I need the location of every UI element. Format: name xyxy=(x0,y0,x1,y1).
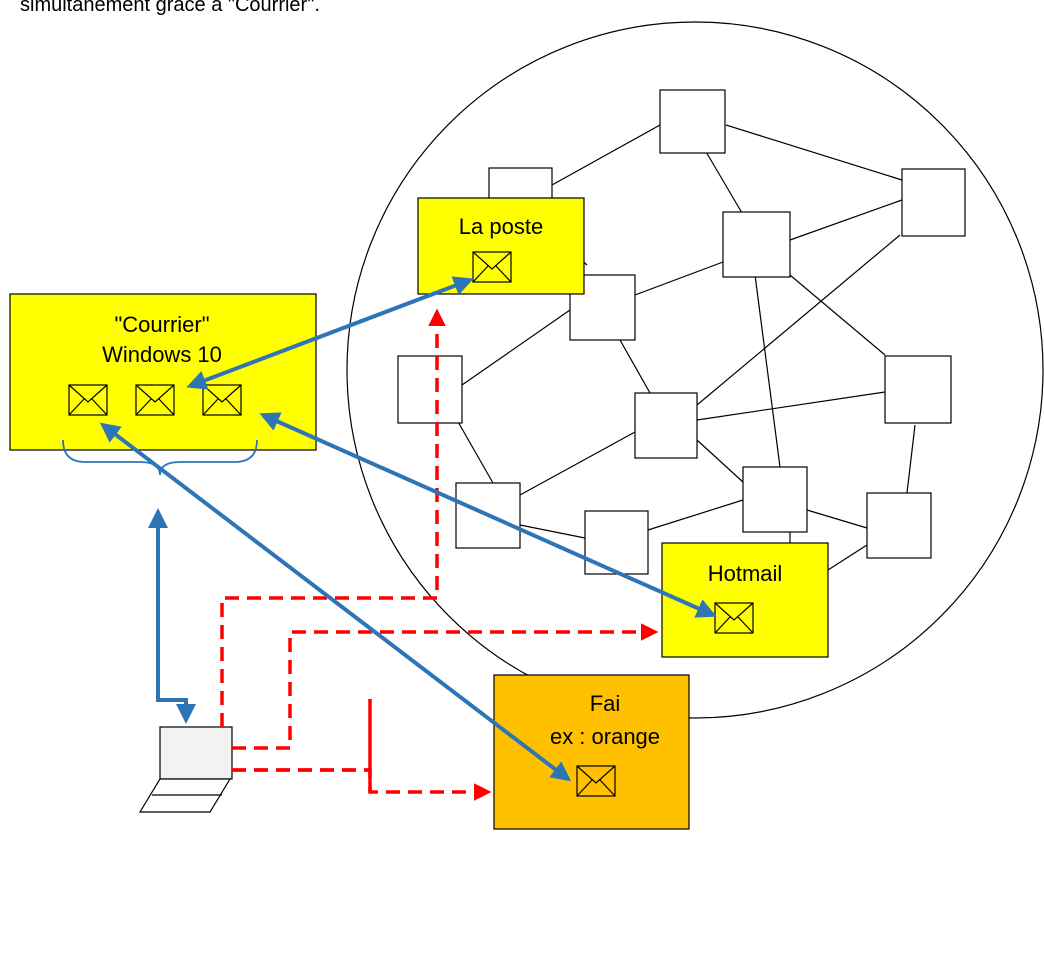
node xyxy=(584,510,649,575)
node xyxy=(722,211,791,278)
blue-arrow-fai xyxy=(99,422,572,782)
fai-label-line1: Fai xyxy=(590,691,621,716)
hotmail-box: Hotmail xyxy=(661,542,829,658)
header-text: simultanément grâce à "Courrier". xyxy=(20,0,320,16)
node xyxy=(634,392,698,459)
node xyxy=(742,466,808,533)
blue-arrows xyxy=(99,276,717,782)
node xyxy=(901,168,966,237)
node xyxy=(866,492,932,559)
red-path-fai-2 xyxy=(232,768,492,801)
blue-arrow-laposte xyxy=(186,276,474,390)
laptop-icon xyxy=(138,726,233,813)
red-path-fai xyxy=(232,699,372,792)
fai-box: Fai ex : orange xyxy=(493,674,690,830)
node xyxy=(397,355,463,424)
fai-label-line2: ex : orange xyxy=(550,724,660,749)
node xyxy=(884,355,952,424)
hotmail-label: Hotmail xyxy=(708,561,783,586)
node xyxy=(659,89,726,154)
courrier-box: "Courrier" Windows 10 xyxy=(9,293,317,451)
blue-arrow-laptop xyxy=(148,508,196,724)
network-nodes xyxy=(397,89,966,575)
laposte-label: La poste xyxy=(459,214,543,239)
courrier-label-line2: Windows 10 xyxy=(102,342,222,367)
courrier-label-line1: "Courrier" xyxy=(114,312,209,337)
laposte-box: La poste xyxy=(417,197,585,295)
